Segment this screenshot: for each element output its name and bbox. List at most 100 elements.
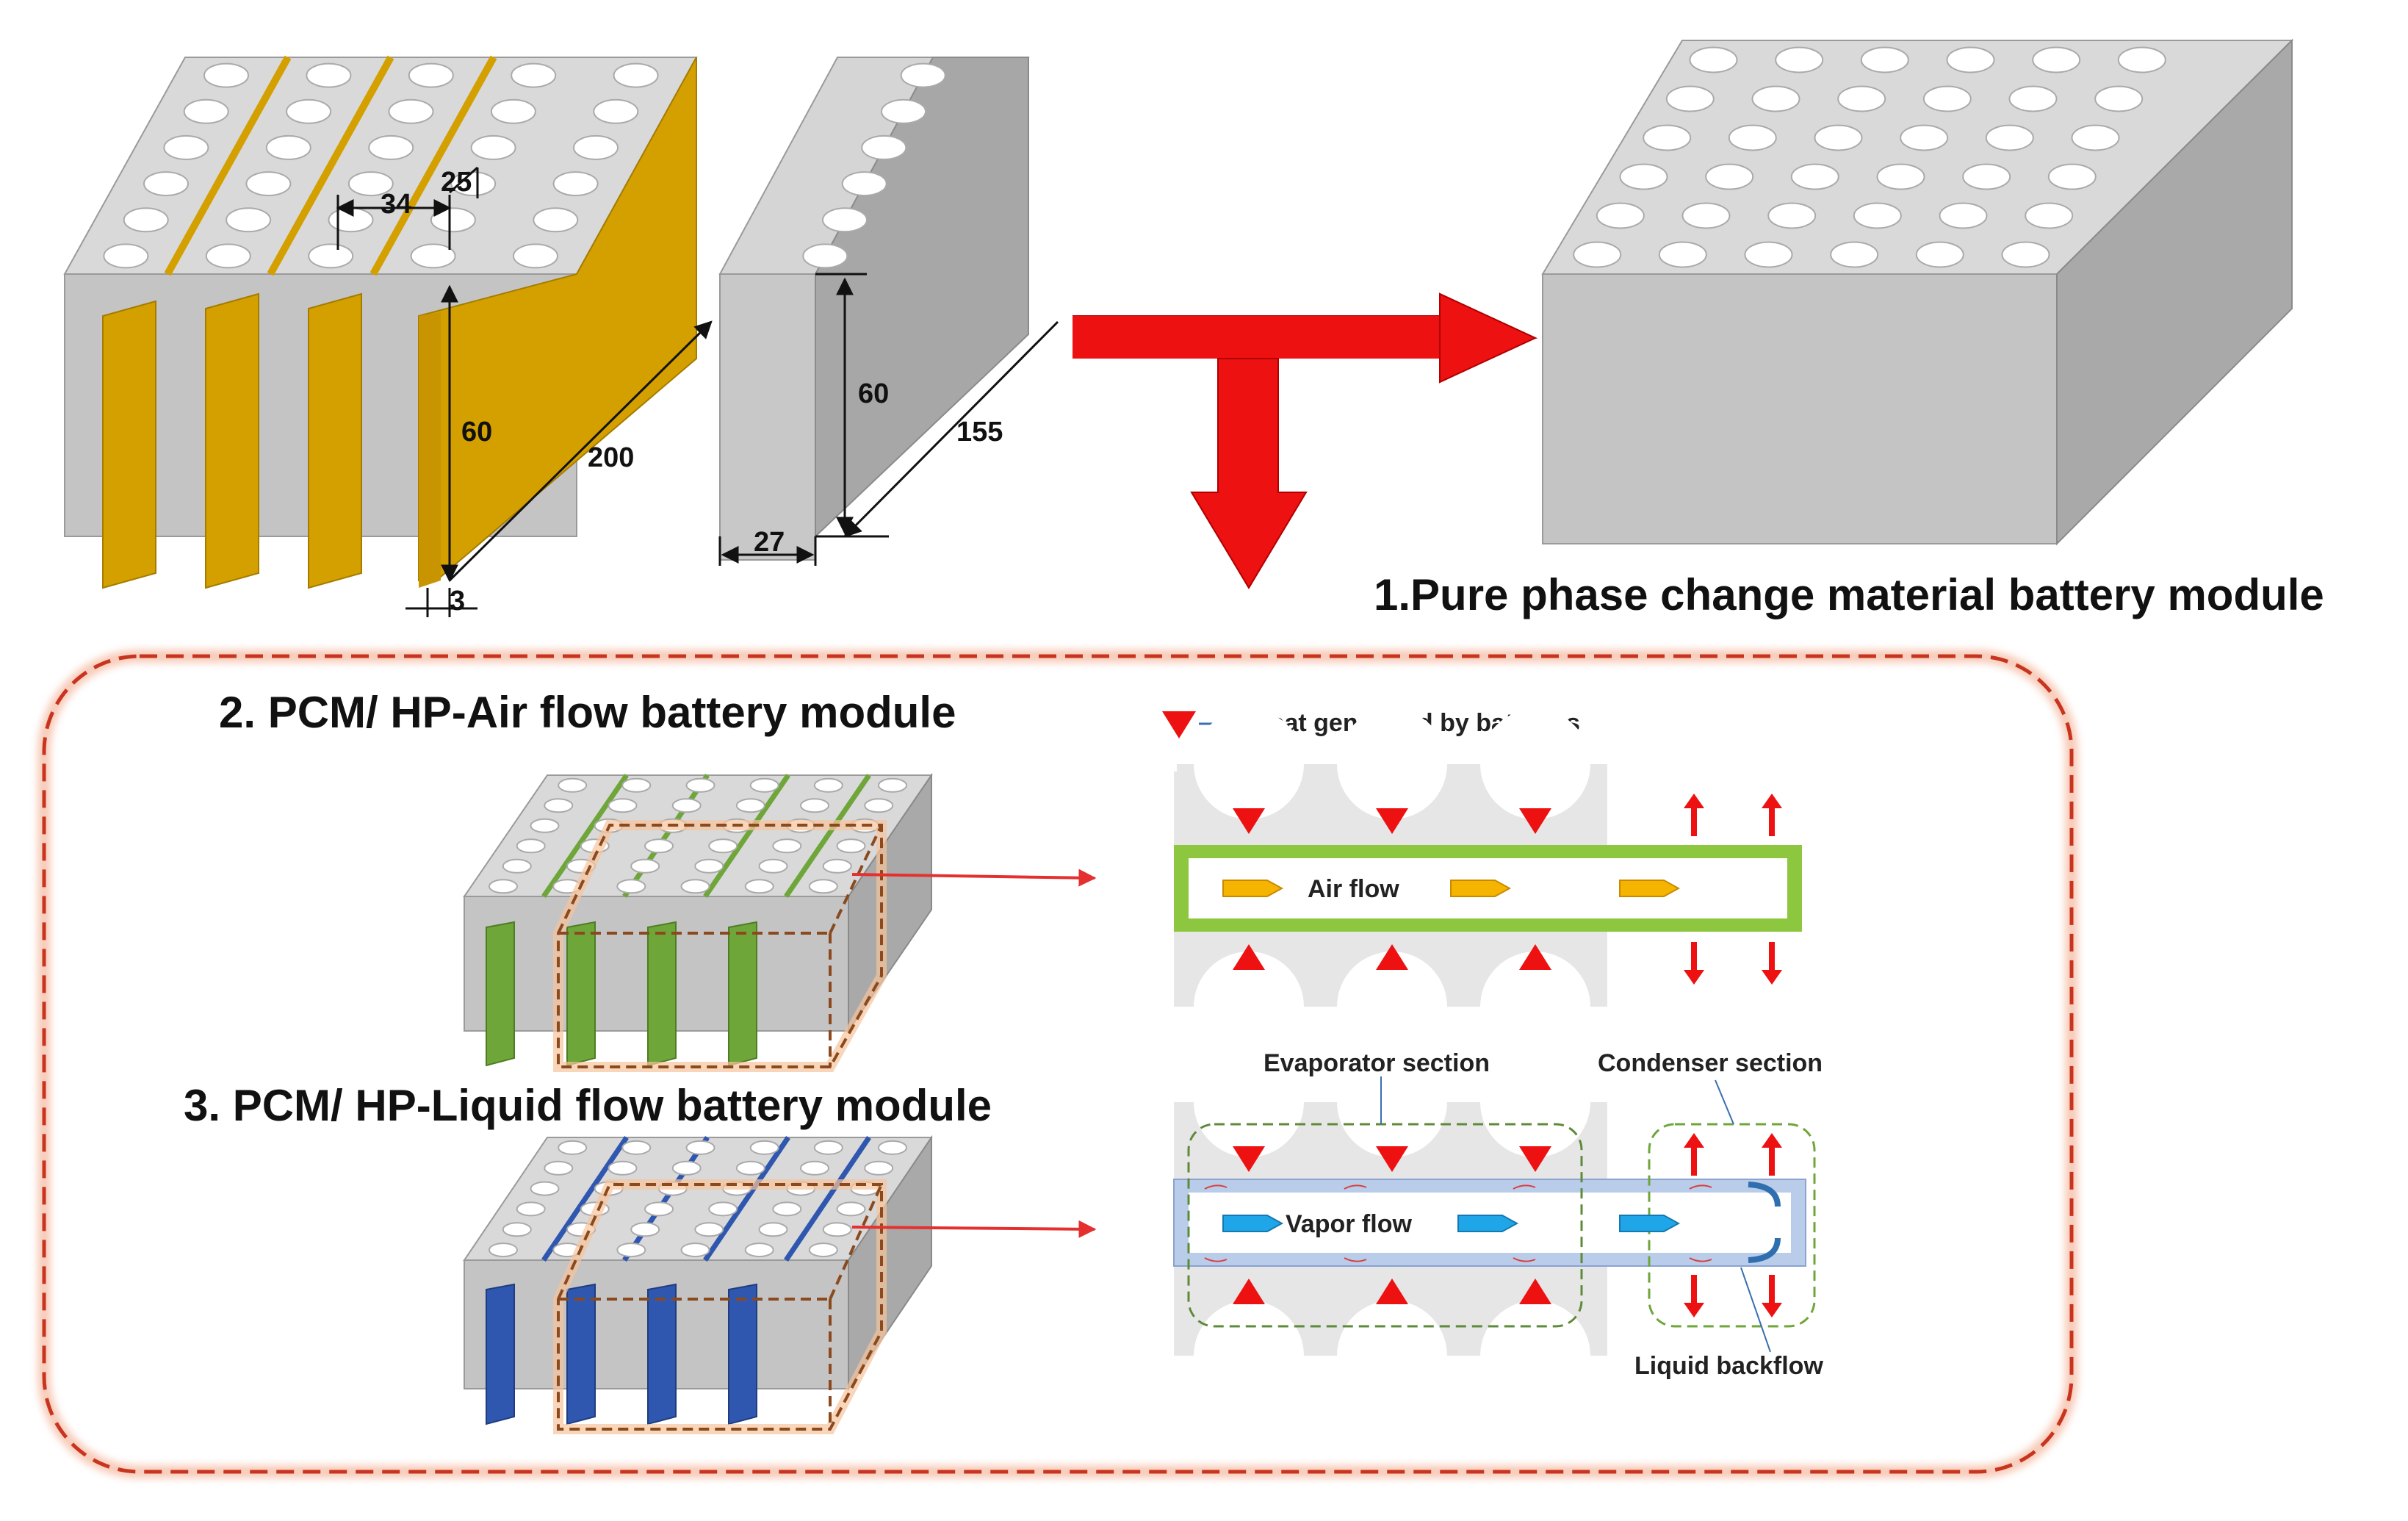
cell-hole [183,98,229,124]
cell-hole [511,62,557,88]
cell-hole [744,1243,774,1258]
cell-hole [245,171,292,197]
cell-hole [772,838,802,854]
dim-length-right: 155 [956,417,1003,447]
dashed-box [42,654,2074,1474]
cell-hole [143,171,189,197]
cell-hole [558,777,588,793]
red-branch-arrow [1073,292,1538,589]
cell-hole [513,243,558,269]
cell-hole [533,207,579,233]
cell-hole [1665,85,1715,112]
cell-hole [1751,85,1800,112]
cell-hole [2032,46,2081,73]
cell-hole [2071,124,2120,151]
cell-hole [680,879,710,894]
cell-hole [671,1160,702,1176]
cell-hole [1573,241,1622,268]
dim-diameter: 25 [441,167,472,198]
cell-hole [306,62,352,88]
vapor-flow-label: Vapor flow [1286,1210,1412,1238]
air-flow-detail: Air flow [1174,709,1802,1062]
cell-hole [1900,124,1949,151]
cell-hole [2117,46,2166,73]
cell-hole [1705,163,1754,190]
cell-hole [490,98,536,124]
cell-hole [2094,85,2144,112]
cell-hole [758,1222,788,1237]
cell-hole [502,1222,532,1237]
pure-pcm-module [1541,38,2294,546]
condenser-label: Condenser section [1598,1049,1823,1077]
cell-hole [694,858,724,874]
cell-hole [308,243,354,269]
cell-hole [558,1140,588,1155]
module2-small [463,772,933,1072]
cell-hole [2001,241,2050,268]
cell-hole [708,838,738,854]
cell-hole [1985,124,2034,151]
cell-hole [1775,46,1824,73]
cell-hole [530,1181,560,1196]
cell-hole [864,798,894,813]
cell-hole [544,1160,574,1176]
cell-hole [2008,85,2058,112]
cell-hole [410,243,456,269]
cell-hole [1876,163,1925,190]
cell-hole [163,134,209,160]
cell-hole [900,62,946,88]
cell-hole [573,134,619,160]
cell-hole [489,879,518,894]
cell-hole [1837,85,1886,112]
cell-hole [630,858,660,874]
cell-hole [1681,202,1731,229]
cell-hole [800,798,829,813]
cell-hole [708,1201,738,1217]
cell-hole [608,798,638,813]
cell-hole [685,777,715,793]
cell-hole [1596,202,1645,229]
cell-hole [1619,163,1668,190]
liquid-flow-detail: Vapor flow Evaporator section Condenser … [1173,1047,1823,1411]
air-flow-label: Air flow [1308,875,1399,903]
cell-hole [226,207,272,233]
cell-hole [430,207,476,233]
dim-height-right: 60 [858,378,889,409]
cell-hole [671,798,702,813]
cell-hole [822,1222,852,1237]
cell-hole [735,1160,765,1176]
cell-hole [1658,241,1707,268]
cell-hole [1939,202,1988,229]
cell-hole [530,818,560,833]
cell-hole [1922,85,1972,112]
cell-hole [1915,241,1964,268]
cell-hole [616,1243,646,1258]
dim-height-left: 60 [461,417,492,447]
cell-hole [864,1160,894,1176]
cell-hole [1962,163,2011,190]
cell-hole [878,777,907,793]
pcm-slab: 60 155 27 [718,57,1059,566]
cell-hole [516,1201,546,1217]
cell-hole [685,1140,715,1155]
cell-hole [205,243,251,269]
cell-hole [286,98,332,124]
cell-hole [1744,241,1793,268]
cell-hole [822,207,868,233]
cell-hole [881,98,926,124]
dim-length-left: 200 [588,442,634,473]
cell-hole [772,1201,802,1217]
cell-hole [644,838,674,854]
cell-hole [608,1160,638,1176]
cell-hole [878,1140,907,1155]
cell-hole [1830,241,1879,268]
cell-hole [735,798,765,813]
cell-hole [2025,202,2074,229]
dim-thickness: 3 [450,586,465,616]
cell-hole [861,134,907,160]
cell-hole [841,171,887,197]
module3-title: 3. PCM/ HP-Liquid flow battery module [184,1081,992,1130]
cell-hole [544,798,574,813]
cell-hole [836,1201,866,1217]
cell-hole [616,879,646,894]
